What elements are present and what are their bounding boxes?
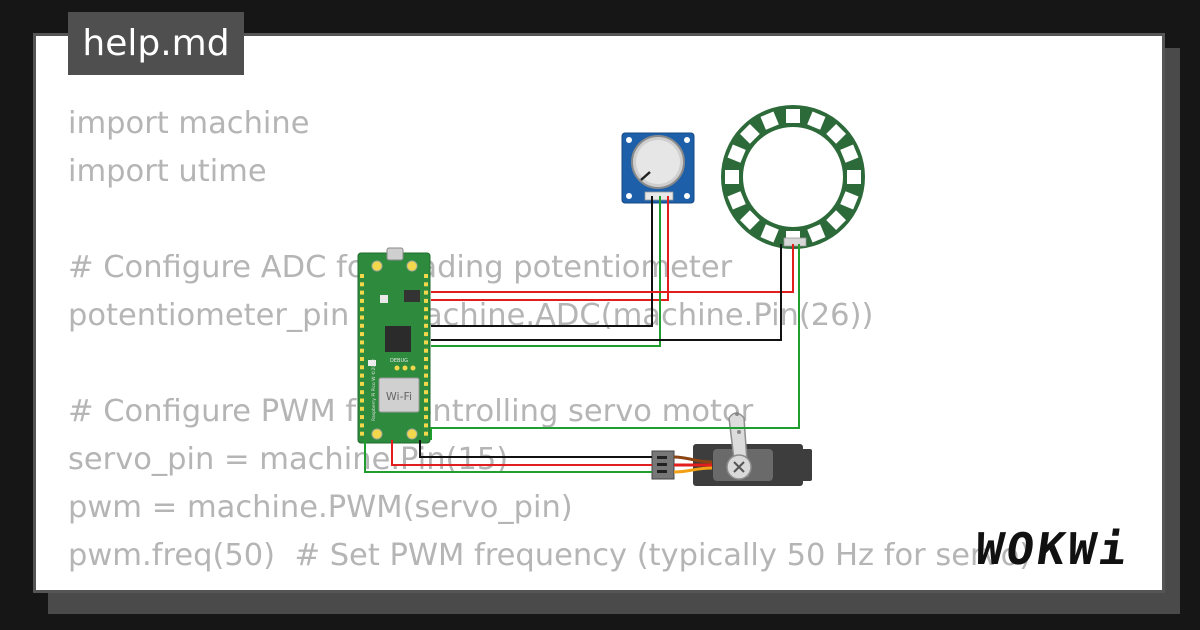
wire-ring-gnd	[431, 244, 782, 341]
servo-motor[interactable]	[651, 412, 812, 486]
pico-pin	[360, 282, 364, 287]
pico-pin	[424, 398, 428, 403]
pico-pin	[424, 282, 428, 287]
wire-servo-gnd	[419, 440, 652, 458]
pico-board[interactable]: DEBUG Wi-Fi Raspberry Pi Pico W ©2022	[357, 247, 431, 444]
pico-pin	[424, 357, 428, 361]
pico-pin	[424, 423, 428, 428]
pico-pin	[424, 348, 428, 353]
ring-led	[807, 224, 826, 243]
ring-led	[725, 170, 739, 184]
pico-pin	[360, 357, 364, 361]
pico-pin	[360, 315, 364, 320]
ring-led	[847, 170, 861, 184]
ring-led	[760, 224, 779, 243]
pico-pin	[360, 423, 364, 428]
code-line: pwm.freq(50) # Set PWM frequency (typica…	[68, 538, 1032, 573]
pico-pin	[360, 431, 364, 436]
pico-pin	[424, 298, 428, 303]
pico-pin	[360, 390, 364, 395]
wire-servo-signal	[364, 440, 652, 473]
pico-pin	[360, 415, 364, 420]
wire-ring-data	[430, 244, 800, 440]
pico-pin	[360, 323, 364, 328]
pico-pin	[424, 274, 428, 278]
pico-pin	[360, 398, 364, 403]
pico-pin	[360, 381, 364, 386]
ring-leds	[725, 109, 861, 245]
pico-pin	[424, 323, 428, 328]
pico-pin	[360, 290, 364, 295]
wokwi-logo: WOKWi	[972, 523, 1134, 575]
pico-pin	[360, 332, 364, 337]
ring-led	[840, 144, 859, 163]
pico-pin	[424, 332, 428, 337]
preview-card	[33, 33, 1165, 593]
pico-pin	[360, 274, 364, 278]
ring-led	[760, 111, 779, 130]
ring-led	[727, 144, 746, 163]
wire-ring-vcc	[431, 244, 794, 293]
pico-pin	[360, 406, 364, 411]
pico-pin	[424, 315, 428, 320]
wire-pot-vcc	[431, 196, 669, 301]
code-line: potentiometer_pin = machine.ADC(machine.…	[68, 298, 874, 333]
ring-led	[840, 191, 859, 210]
pico-pin	[360, 365, 364, 370]
code-line: pwm = machine.PWM(servo_pin)	[68, 490, 573, 525]
pico-pin	[360, 340, 364, 345]
pico-pin	[360, 348, 364, 353]
wire-pot-gnd	[431, 196, 653, 327]
potentiometer[interactable]	[621, 132, 695, 204]
led-ring[interactable]	[721, 105, 865, 249]
pico-pin	[424, 390, 428, 395]
ring-led	[727, 191, 746, 210]
pico-pin	[424, 406, 428, 411]
debug-label: DEBUG	[390, 358, 408, 364]
pico-pin	[424, 415, 428, 420]
wires	[364, 196, 800, 473]
pico-pin	[424, 340, 428, 345]
pico-pin	[424, 290, 428, 295]
pico-pin	[424, 365, 428, 370]
code-line: import machine	[68, 106, 310, 141]
code-line: # Configure PWM for controlling servo mo…	[68, 394, 754, 429]
wifi-chip-label: Wi-Fi	[386, 390, 412, 403]
pico-pin	[360, 307, 364, 312]
code-line: import utime	[68, 154, 267, 189]
pico-pin-headers	[360, 274, 428, 436]
pico-pin	[424, 431, 428, 436]
ring-led	[807, 111, 826, 130]
wire-pot-signal	[431, 196, 661, 347]
pico-pin	[424, 373, 428, 378]
pico-pin	[360, 373, 364, 378]
pico-silkscreen: Raspberry Pi Pico W ©2022	[370, 359, 377, 421]
pico-pin	[360, 298, 364, 303]
pico-pin	[424, 307, 428, 312]
wire-servo-vcc	[391, 440, 652, 466]
pico-pin	[424, 381, 428, 386]
ring-led	[786, 109, 800, 123]
file-tab[interactable]: help.md	[68, 12, 244, 75]
